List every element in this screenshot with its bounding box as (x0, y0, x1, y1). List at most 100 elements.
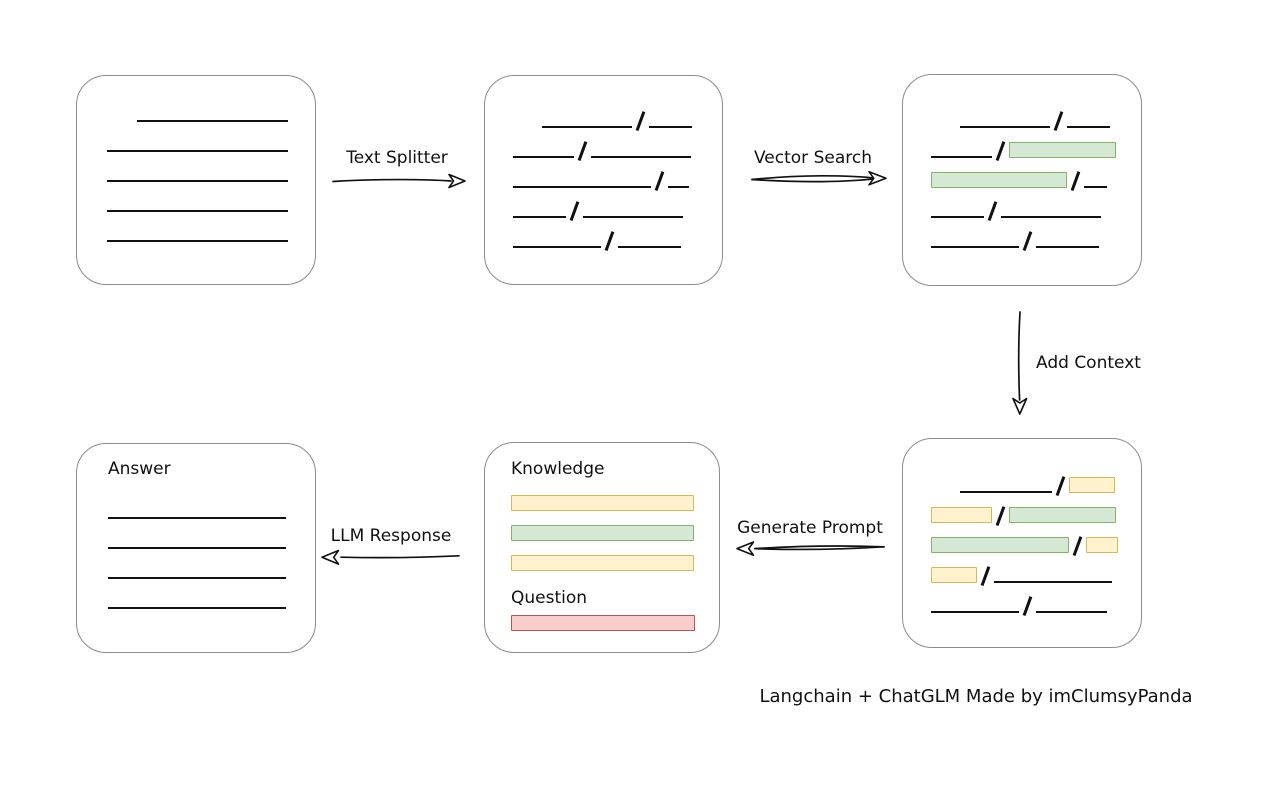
text-splitter-arrow (332, 173, 466, 189)
context-chunks-node (902, 438, 1142, 648)
green-highlight-bar (931, 172, 1067, 188)
segment-row (108, 519, 315, 549)
segment-row (931, 188, 1141, 221)
split-chunks-node (484, 75, 723, 285)
segment-row (931, 128, 1141, 161)
green-highlight-bar (931, 537, 1069, 553)
red-highlight-bar (511, 615, 695, 631)
question-bars (511, 609, 719, 631)
segment-row (931, 583, 1141, 616)
text-slash (1022, 231, 1032, 251)
text-gap (931, 127, 960, 128)
segment-row (931, 98, 1141, 131)
text-line (513, 216, 566, 218)
green-highlight-bar (511, 525, 694, 541)
text-line (513, 246, 601, 248)
text-line (931, 246, 1019, 248)
yellow-highlight-bar (931, 567, 977, 583)
text-line (1035, 611, 1107, 613)
text-line (107, 240, 288, 242)
knowledge-label: Knowledge (511, 459, 605, 479)
text-line (108, 547, 286, 549)
text-line (931, 156, 992, 158)
text-gap (513, 127, 542, 128)
segment-row (107, 212, 315, 242)
text-line (137, 120, 288, 122)
text-line (107, 210, 288, 212)
yellow-highlight-bar (511, 495, 694, 511)
text-line (1000, 216, 1101, 218)
text-line (960, 491, 1052, 493)
segment-row (513, 218, 722, 251)
text-line (931, 216, 984, 218)
vector-search-label: Vector Search (754, 148, 872, 168)
segment-row (513, 158, 722, 191)
segment-row (511, 609, 719, 631)
text-line (667, 186, 689, 188)
text-line (1066, 126, 1110, 128)
knowledge-bars (511, 481, 719, 571)
generate-prompt-label: Generate Prompt (737, 518, 883, 538)
yellow-highlight-bar (511, 555, 694, 571)
segment-row (108, 579, 315, 609)
text-gap (931, 492, 960, 493)
text-line (931, 611, 1019, 613)
generate-prompt-arrow (736, 541, 885, 556)
text-line (1083, 186, 1107, 188)
segment-row (931, 463, 1141, 496)
text-line (590, 156, 691, 158)
segment-row (511, 481, 719, 511)
text-line (617, 246, 681, 248)
segment-row (107, 92, 315, 122)
text-line (582, 216, 683, 218)
segment-row (511, 511, 719, 541)
vector-search-arrow (751, 171, 887, 186)
text-splitter-label: Text Splitter (346, 148, 448, 168)
add-context-arrow (1012, 311, 1028, 415)
answer-lines (108, 489, 315, 609)
segment-row (107, 122, 315, 152)
segment-row (931, 493, 1141, 526)
answer-label: Answer (108, 459, 171, 479)
diagram-caption: Langchain + ChatGLM Made by imClumsyPand… (759, 686, 1193, 707)
segment-row (513, 98, 722, 131)
segment-row (107, 152, 315, 182)
text-line (513, 156, 574, 158)
text-line (960, 126, 1050, 128)
yellow-highlight-bar (931, 507, 992, 523)
segment-row (511, 541, 719, 571)
segment-row (107, 182, 315, 212)
segment-row (931, 158, 1141, 191)
text-line (107, 150, 288, 152)
llm-response-arrow (321, 549, 460, 565)
prompt-node: Knowledge Question (484, 442, 720, 653)
text-line (107, 180, 288, 182)
text-line (1035, 246, 1099, 248)
segment-row (931, 218, 1141, 251)
llm-response-label: LLM Response (330, 526, 452, 546)
text-line (542, 126, 632, 128)
green-highlight-bar (1008, 142, 1116, 158)
answer-node: Answer (76, 443, 316, 653)
matched-chunks-node (902, 74, 1142, 286)
segment-row (108, 549, 315, 579)
yellow-highlight-bar (1068, 477, 1115, 493)
segment-row (513, 128, 722, 161)
green-highlight-bar (1008, 507, 1116, 523)
segment-row (513, 188, 722, 221)
text-gap (107, 121, 137, 122)
segment-row (931, 553, 1141, 586)
text-line (513, 186, 651, 188)
add-context-label: Add Context (1036, 353, 1141, 373)
text-slash (604, 231, 614, 251)
text-slash (1022, 596, 1032, 616)
text-line (108, 577, 286, 579)
text-line (648, 126, 692, 128)
spacer (108, 481, 315, 489)
source-document-node (76, 75, 316, 285)
text-line (993, 581, 1112, 583)
text-line (108, 517, 286, 519)
segment-row (108, 489, 315, 519)
question-label: Question (511, 588, 588, 608)
